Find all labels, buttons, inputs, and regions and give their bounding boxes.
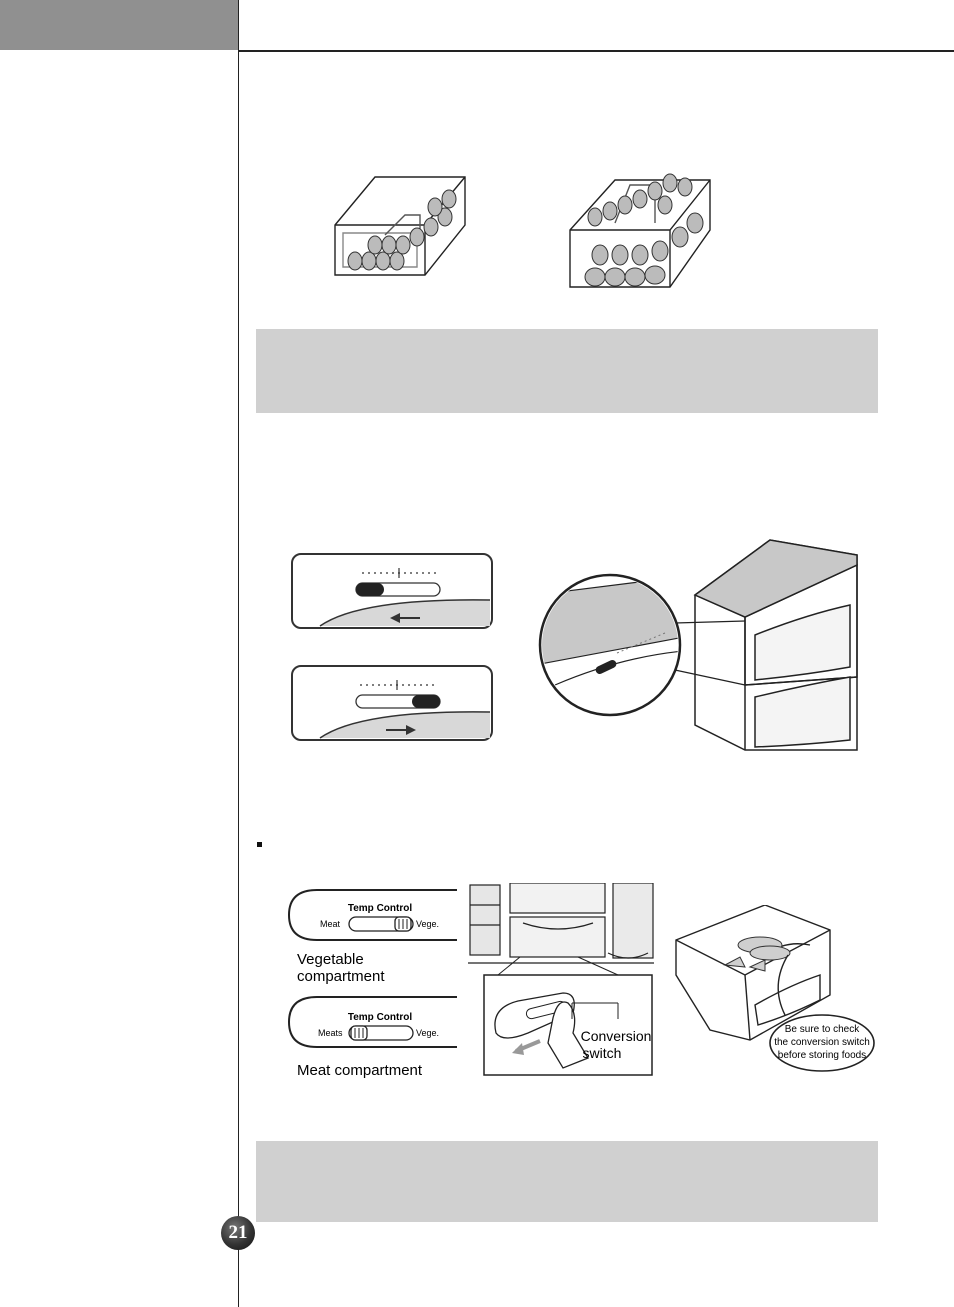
drawer-note-line-3: before storing foods bbox=[778, 1050, 866, 1061]
note-box bbox=[256, 329, 878, 413]
slider-right-diagram bbox=[291, 665, 493, 741]
vege-label-bottom: Vege. bbox=[416, 1028, 439, 1038]
temp-control-label-bottom: Temp Control bbox=[348, 1012, 412, 1023]
egg-box-illustration bbox=[334, 173, 711, 288]
temp-control-label-top: Temp Control bbox=[348, 903, 412, 914]
vege-label-top: Vege. bbox=[416, 919, 439, 929]
header-tab bbox=[0, 0, 238, 50]
drawer-note-line-1: Be sure to check bbox=[785, 1024, 860, 1035]
left-margin-rule bbox=[238, 0, 239, 1307]
crisper-drawer-illustration bbox=[538, 539, 858, 751]
vegetable-compartment-caption-1: Vegetable bbox=[297, 951, 364, 968]
conversion-switch-callout-1: Conversion bbox=[581, 1028, 652, 1044]
conversion-switch-illustration: Conversion switch bbox=[468, 883, 654, 1076]
page-number-badge: 21 bbox=[221, 1216, 255, 1250]
meat-compartment-caption: Meat compartment bbox=[297, 1062, 423, 1079]
drawer-note-line-2: the conversion switch bbox=[774, 1037, 870, 1048]
conversion-switch-callout-2: switch bbox=[583, 1045, 622, 1061]
note-box bbox=[256, 1141, 878, 1222]
vegetable-compartment-caption-2: compartment bbox=[297, 968, 385, 985]
slider-left-diagram bbox=[291, 553, 493, 629]
drawer-food-illustration: Be sure to check the conversion switch b… bbox=[675, 905, 875, 1072]
meat-label-top: Meat bbox=[320, 919, 341, 929]
header-rule bbox=[238, 50, 954, 52]
temp-control-panels: Temp Control Meat Vege. Vegetable compar… bbox=[287, 889, 457, 1079]
bullet-marker bbox=[257, 842, 262, 847]
meats-label-bottom: Meats bbox=[318, 1028, 343, 1038]
